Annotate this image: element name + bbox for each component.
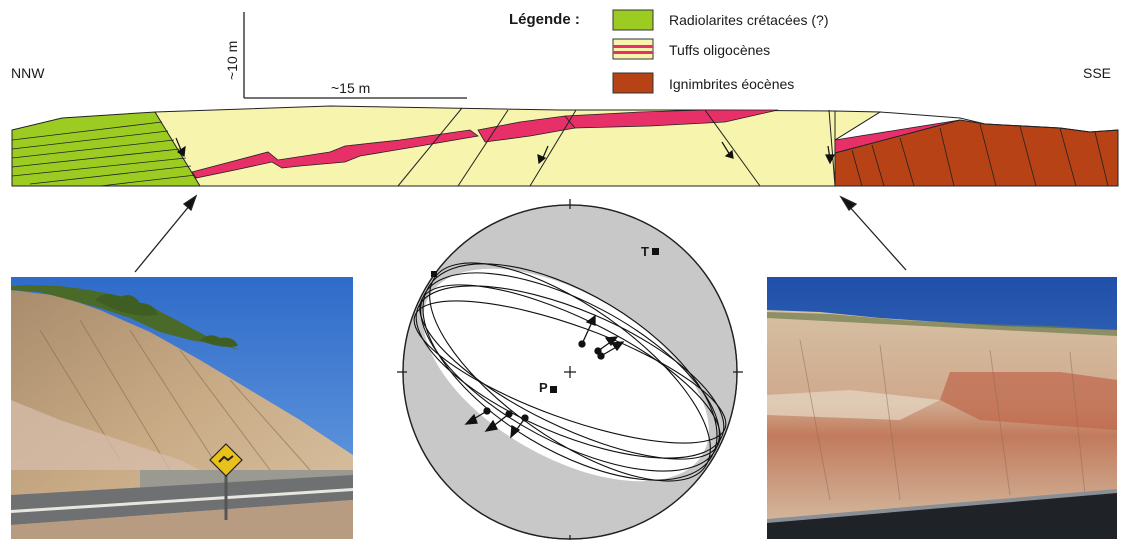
- tuff-band-1: [191, 129, 479, 179]
- p-axis-marker: [550, 386, 557, 393]
- faults: [397, 107, 836, 187]
- radiolarites-bedding: [11, 121, 197, 187]
- p-axis-label: P: [539, 380, 548, 395]
- scale-bar: ~10 m ~15 m: [224, 12, 467, 99]
- legend-swatch-tuffs: [612, 38, 654, 60]
- horizontal-scale-label: ~15 m: [331, 80, 370, 96]
- pole-marker: [431, 271, 437, 277]
- legend-swatch-radiolarites: [612, 9, 654, 31]
- slip-lineations: [464, 314, 625, 439]
- fault-great-circles: [413, 262, 727, 482]
- photo-left: [11, 277, 353, 539]
- stereonet-ticks: [397, 199, 743, 540]
- legend-title: Légende :: [509, 11, 580, 28]
- ignimbrites-joints: [851, 123, 1109, 187]
- fault-slip-arrows: [175, 137, 835, 165]
- legend-swatch-ignimbrites: [612, 72, 654, 94]
- stereonet: T P: [397, 199, 743, 540]
- cross-section: [11, 105, 1119, 187]
- road-sign: [209, 443, 243, 477]
- t-axis-label: T: [641, 244, 649, 259]
- t-axis-marker: [652, 248, 659, 255]
- legend-label-tuffs: Tuffs oligocènes: [669, 42, 770, 58]
- legend-label-radiolarites: Radiolarites crétacées (?): [669, 12, 829, 28]
- pointer-arrows: [134, 194, 907, 273]
- tuff-band-3: [564, 109, 779, 129]
- tuffs-wedge: [834, 110, 882, 141]
- orientation-right-label: SSE: [1083, 65, 1111, 81]
- legend-label-ignimbrites: Ignimbrites éocènes: [669, 76, 794, 92]
- orientation-left-label: NNW: [11, 65, 45, 81]
- legend: Légende : Radiolarites crétacées (?) Tuf…: [509, 9, 829, 94]
- vertical-scale-label: ~10 m: [224, 41, 240, 80]
- photo-right: [767, 277, 1117, 539]
